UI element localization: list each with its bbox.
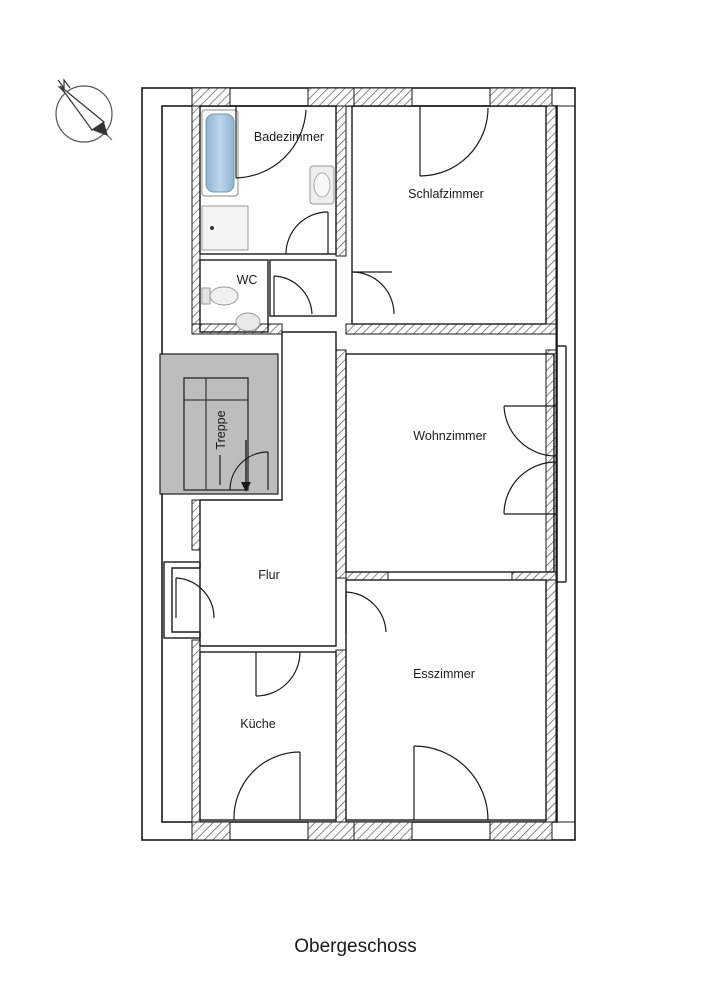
interior-walls xyxy=(163,105,567,821)
bathtub-icon xyxy=(201,109,239,197)
wc-basin-icon xyxy=(235,312,261,332)
room-label-schlafzimmer: Schlafzimmer xyxy=(408,187,484,201)
room-label-kueche: Küche xyxy=(240,717,275,731)
room-label-wc: WC xyxy=(237,273,258,287)
toilet-icon xyxy=(201,286,239,306)
room-label-wohnzimmer: Wohnzimmer xyxy=(413,429,486,443)
stair-area xyxy=(159,353,279,495)
washbasin-icon xyxy=(309,165,335,205)
room-label-badezimmer: Badezimmer xyxy=(254,130,324,144)
stair-direction-arrow-icon xyxy=(241,482,251,492)
door-swings xyxy=(175,106,557,821)
shower-tray-icon xyxy=(201,205,249,251)
hatched-walls xyxy=(191,87,576,841)
floor-caption: Obergeschoss xyxy=(294,936,417,957)
north-arrow-icon xyxy=(55,78,113,143)
room-label-treppe: Treppe xyxy=(214,410,228,449)
room-label-esszimmer: Esszimmer xyxy=(413,667,475,681)
room-label-flur: Flur xyxy=(258,568,280,582)
